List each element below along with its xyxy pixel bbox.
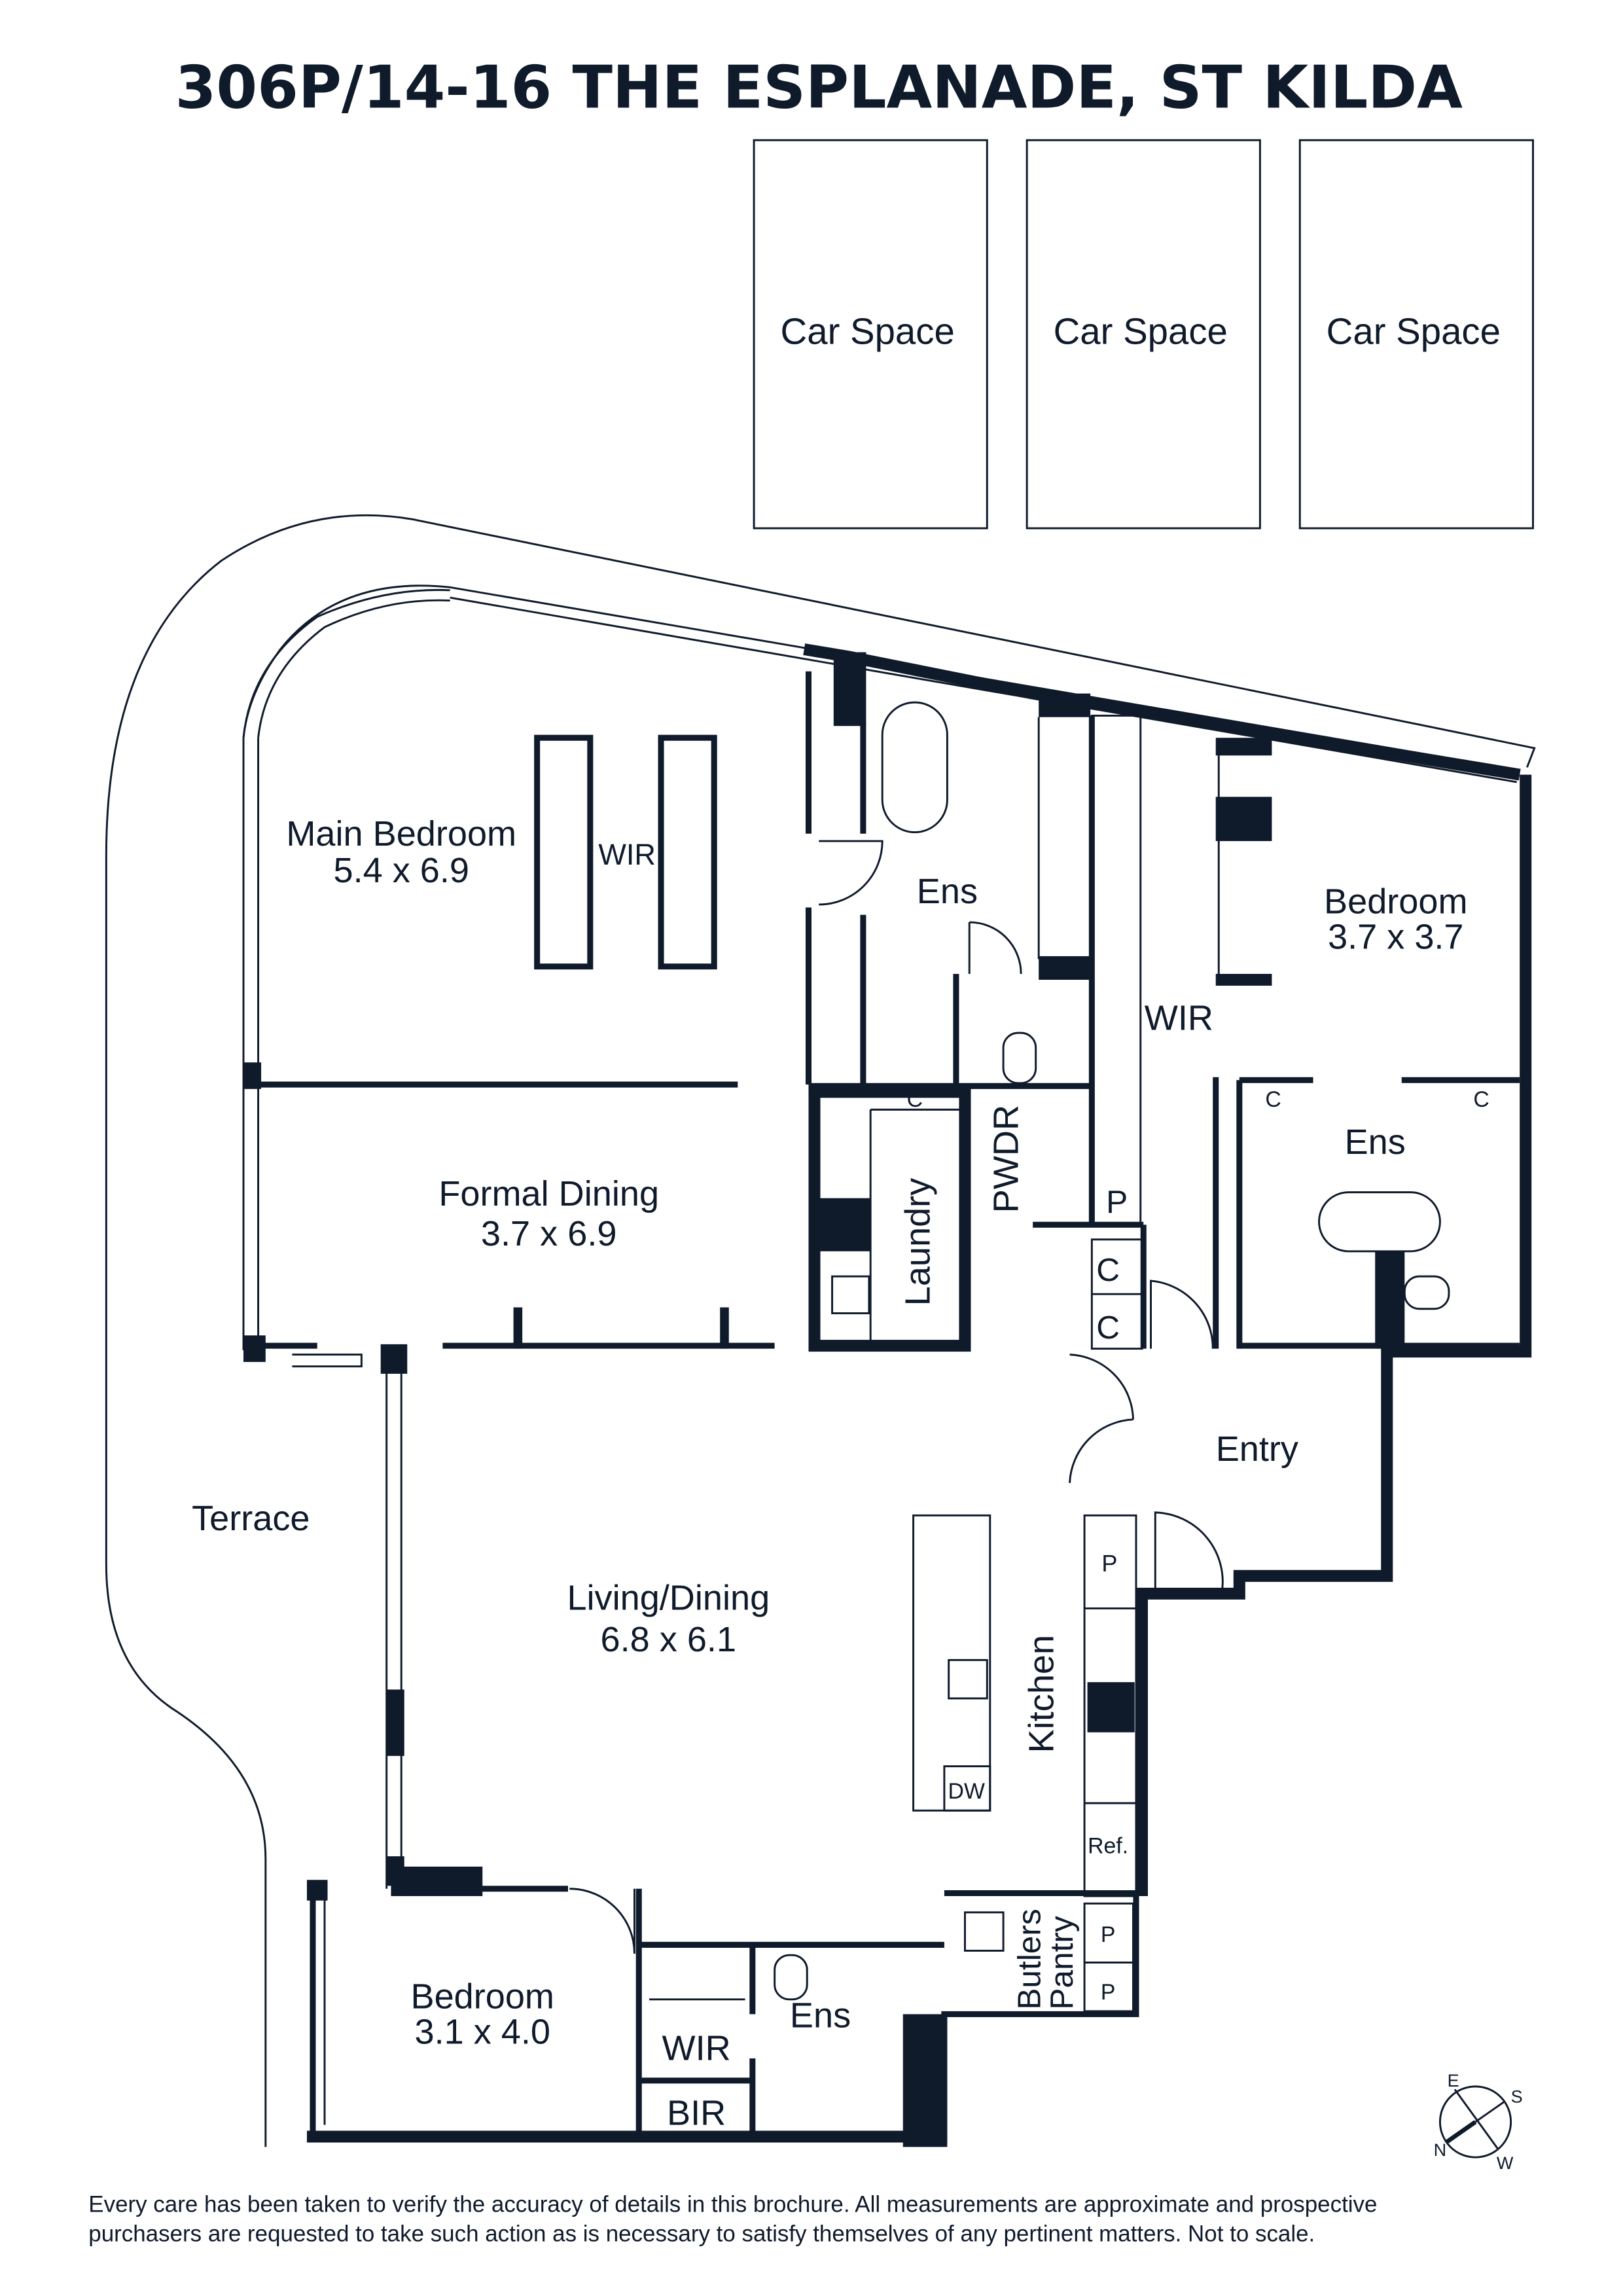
room-dims: 3.7 x 6.9 <box>481 1214 617 1253</box>
room-name: Butlers <box>1010 1909 1047 2009</box>
bathtub-icon <box>1318 1191 1441 1253</box>
car-space-3 <box>1298 139 1534 529</box>
room-name: BIR <box>667 2093 726 2132</box>
toilet-icon <box>1403 1275 1450 1310</box>
room-name: Ens <box>917 872 978 911</box>
wardrobe <box>534 734 594 970</box>
car-space-label: Car Space <box>1327 310 1501 351</box>
cupboard-label: C <box>1265 1087 1281 1112</box>
room-name: WIR <box>598 838 656 871</box>
fridge-label: Ref. <box>1088 1834 1128 1859</box>
room-name: Bedroom <box>1324 882 1468 922</box>
cupboard-label: C <box>1096 1309 1120 1346</box>
room-name: Main Bedroom <box>286 814 516 853</box>
room-name: Ens <box>790 1996 851 2036</box>
fixture-labels: C C C P C C P Ref. DW P P <box>907 1087 1489 2005</box>
car-space-label: Car Space <box>1054 310 1228 351</box>
room-name: Kitchen <box>1022 1635 1061 1753</box>
room-name: Pantry <box>1043 1916 1080 2009</box>
room-name: PWDR <box>987 1105 1026 1213</box>
compass-icon: E S N W <box>1434 2071 1523 2173</box>
cooktop-icon <box>1087 1682 1135 1732</box>
pantry-label: P <box>1101 1922 1116 1947</box>
disclaimer-line: purchasers are requested to take such ac… <box>88 2221 1315 2247</box>
room-name: Terrace <box>192 1499 310 1538</box>
wardrobe <box>658 734 717 970</box>
walls <box>242 588 1532 2147</box>
car-space-1 <box>753 139 988 529</box>
room-dims: 3.1 x 4.0 <box>414 2012 550 2051</box>
car-space-2 <box>1026 139 1261 529</box>
room-dims: 5.4 x 6.9 <box>333 851 469 890</box>
pantry-label: P <box>1106 1183 1128 1220</box>
room-labels: Main Bedroom 5.4 x 6.9 WIR Ens WIR Bedro… <box>192 814 1467 2133</box>
room-name: Ens <box>1345 1122 1406 1162</box>
cupboard-label: C <box>907 1087 923 1112</box>
sink-icon <box>831 1275 870 1314</box>
car-space-label: Car Space <box>781 310 955 351</box>
room-name: WIR <box>662 2028 731 2068</box>
cupboard-label: C <box>1473 1087 1489 1112</box>
kitchen-bench <box>1083 1514 1137 1897</box>
room-name: WIR <box>1145 999 1213 1038</box>
room-name: Formal Dining <box>438 1174 659 1213</box>
toilet-icon <box>774 1954 808 2001</box>
compass-s: S <box>1511 2087 1523 2107</box>
dishwasher-label: DW <box>948 1779 985 1804</box>
room-name: Living/Dining <box>567 1579 770 1618</box>
room-dims: 6.8 x 6.1 <box>601 1620 737 1659</box>
page-title: 306P/14-16 THE ESPLANADE, ST KILDA <box>175 54 1463 122</box>
pantry-label: P <box>1101 1980 1116 2005</box>
compass-n: N <box>1434 2140 1447 2160</box>
sink-icon <box>948 1659 988 1700</box>
room-name: Laundry <box>898 1178 937 1306</box>
fixtures <box>292 701 1450 2013</box>
room-name: Entry <box>1216 1429 1298 1469</box>
disclaimer-line: Every care has been taken to verify the … <box>88 2191 1377 2217</box>
sink-icon <box>964 1911 1005 1952</box>
compass-e: E <box>1448 2071 1459 2090</box>
car-spaces: Car Space Car Space Car Space <box>753 139 1534 529</box>
compass-w: W <box>1497 2153 1514 2173</box>
room-name: Bedroom <box>410 1977 554 2016</box>
room-dims: 3.7 x 3.7 <box>1328 918 1464 957</box>
cupboard-label: C <box>1096 1251 1120 1288</box>
bathtub-icon <box>881 701 948 834</box>
pantry-label: P <box>1101 1550 1117 1577</box>
toilet-icon <box>1002 1031 1037 1085</box>
